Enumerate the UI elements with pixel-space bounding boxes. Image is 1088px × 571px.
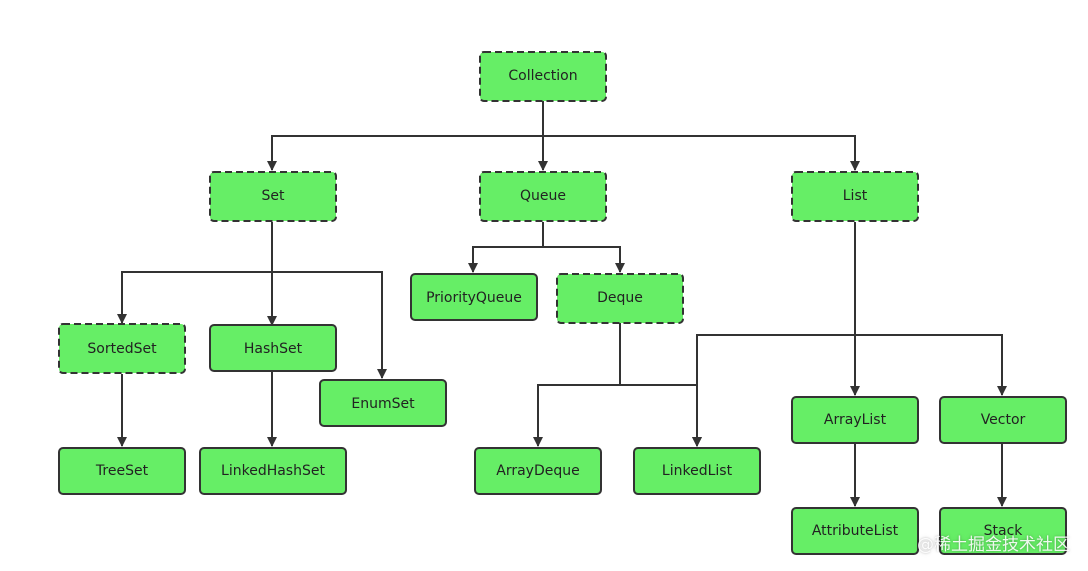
node-vector: Vector: [939, 396, 1067, 444]
node-arraylist: ArrayList: [791, 396, 919, 444]
node-attributelist-label: AttributeList: [812, 523, 899, 539]
node-sortedset: SortedSet: [58, 323, 186, 374]
node-enumset-box: [319, 379, 447, 427]
node-sortedset-box: [58, 323, 186, 374]
node-deque-box: [556, 273, 684, 324]
edges: [117, 101, 1007, 507]
node-linkedlist: LinkedList: [633, 447, 761, 495]
node-list: List: [791, 171, 919, 222]
node-vector-label: Vector: [981, 412, 1026, 428]
node-hashset-box: [209, 324, 337, 372]
node-sortedset-label: SortedSet: [87, 341, 157, 357]
node-enumset: EnumSet: [319, 379, 447, 427]
node-hashset-label: HashSet: [244, 341, 303, 357]
node-linkedlist-label: LinkedList: [662, 463, 733, 479]
node-list-box: [791, 171, 919, 222]
edge-deque-arraydeque: [533, 322, 621, 447]
node-hashset: HashSet: [209, 324, 337, 372]
node-deque-label: Deque: [597, 290, 643, 306]
edge-set-enumset: [272, 271, 387, 379]
node-collection: Collection: [479, 51, 607, 102]
node-attributelist-box: [791, 507, 919, 555]
node-treeset-label: TreeSet: [95, 463, 149, 479]
watermark-text: @稀土掘金技术社区: [917, 535, 1070, 555]
node-arraylist-box: [791, 396, 919, 444]
node-priorityqueue: PriorityQueue: [410, 273, 538, 321]
nodes: Collection Set Queue List SortedSet Hash…: [58, 51, 1067, 555]
node-enumset-label: EnumSet: [351, 396, 415, 412]
node-list-label: List: [843, 188, 868, 204]
node-collection-box: [479, 51, 607, 102]
node-attributelist: AttributeList: [791, 507, 919, 555]
node-set: Set: [209, 171, 337, 222]
edge-collection-list: [543, 135, 860, 171]
node-vector-box: [939, 396, 1067, 444]
node-set-label: Set: [262, 188, 286, 204]
node-linkedhashset-label: LinkedHashSet: [221, 463, 325, 479]
node-treeset-box: [58, 447, 186, 495]
node-set-box: [209, 171, 337, 222]
node-stack-box: [939, 507, 1067, 555]
edge-list-vector: [855, 334, 1007, 396]
node-priorityqueue-box: [410, 273, 538, 321]
node-priorityqueue-label: PriorityQueue: [426, 290, 522, 306]
node-arraydeque-box: [474, 447, 602, 495]
edge-set-sortedset: [117, 222, 273, 324]
edge-queue-priorityqueue: [468, 222, 544, 273]
node-arraydeque-label: ArrayDeque: [496, 463, 579, 479]
node-linkedlist-box: [633, 447, 761, 495]
edge-list-linkedlist: [692, 334, 855, 447]
node-linkedhashset: LinkedHashSet: [199, 447, 347, 495]
node-stack: Stack: [939, 507, 1067, 555]
node-treeset: TreeSet: [58, 447, 186, 495]
node-stack-label: Stack: [984, 523, 1024, 539]
node-arraylist-label: ArrayList: [824, 412, 887, 428]
node-linkedhashset-box: [199, 447, 347, 495]
edge-deque-linkedlist: [620, 384, 702, 447]
node-arraydeque: ArrayDeque: [474, 447, 602, 495]
node-queue-label: Queue: [520, 188, 566, 204]
edge-collection-set: [267, 101, 544, 171]
node-collection-label: Collection: [508, 68, 577, 84]
edge-queue-deque: [543, 246, 625, 273]
node-queue: Queue: [479, 171, 607, 222]
node-queue-box: [479, 171, 607, 222]
node-deque: Deque: [556, 273, 684, 324]
